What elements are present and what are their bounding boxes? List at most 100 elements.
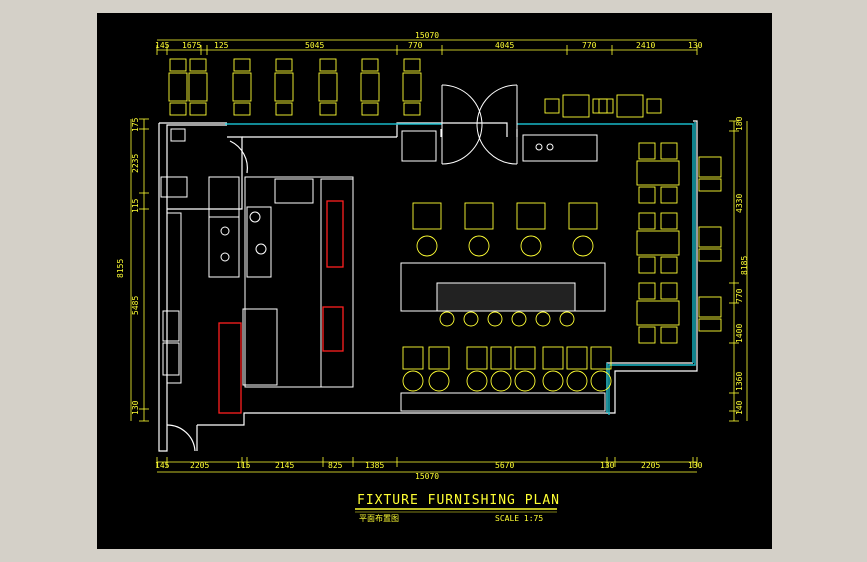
bar-stool-icon bbox=[487, 311, 503, 327]
kitchen-area bbox=[160, 128, 354, 388]
bar-stool-icon bbox=[559, 311, 575, 327]
dim-right-segment: 140 bbox=[735, 400, 744, 415]
outdoor-table bbox=[318, 72, 338, 102]
chair-icon bbox=[319, 58, 337, 72]
outdoor-table bbox=[232, 72, 252, 102]
chair-icon bbox=[638, 282, 656, 300]
dim-bottom-total: 15070 bbox=[415, 472, 439, 481]
dim-bottom-segment: 5670 bbox=[495, 461, 514, 470]
dim-right-segment: 1360 bbox=[735, 372, 744, 391]
dim-right-segment: 4330 bbox=[735, 194, 744, 213]
chair-icon bbox=[466, 346, 488, 370]
dim-top-segment: 770 bbox=[582, 41, 597, 50]
dim-left-segment: 5485 bbox=[131, 296, 140, 315]
bar-stool-icon bbox=[566, 370, 588, 392]
chair-icon bbox=[403, 58, 421, 72]
outdoor-table bbox=[168, 72, 188, 102]
dim-top-segment: 5045 bbox=[305, 41, 324, 50]
dining-table bbox=[636, 300, 680, 326]
chair-icon bbox=[514, 346, 536, 370]
dim-bottom-segment: 130 bbox=[600, 461, 615, 470]
dim-bottom-segment: 825 bbox=[328, 461, 343, 470]
table bbox=[616, 94, 644, 118]
dim-bottom-segment: 1385 bbox=[365, 461, 384, 470]
chair-icon bbox=[403, 102, 421, 116]
chair-icon bbox=[638, 256, 656, 274]
chair-icon bbox=[402, 346, 424, 370]
chair-icon bbox=[660, 256, 678, 274]
dim-right-segment: 180 bbox=[735, 116, 744, 131]
chair-icon bbox=[233, 58, 251, 72]
chair-icon bbox=[646, 98, 662, 114]
round-table bbox=[468, 235, 490, 257]
chair-icon bbox=[698, 318, 722, 332]
dim-top-segment: 4045 bbox=[495, 41, 514, 50]
kitchen-equipment bbox=[218, 200, 344, 414]
chair-icon bbox=[169, 58, 187, 72]
dining-table bbox=[636, 230, 680, 256]
dim-bottom-segment: 145 bbox=[155, 461, 170, 470]
dim-top-segment: 1675 bbox=[182, 41, 201, 50]
chair-icon bbox=[638, 212, 656, 230]
chair-icon bbox=[660, 142, 678, 160]
furniture bbox=[168, 58, 722, 392]
drawing-subtitle: 平面布置图 bbox=[359, 513, 399, 523]
chair-icon bbox=[542, 346, 564, 370]
chair-icon bbox=[698, 156, 722, 178]
chair-icon bbox=[169, 102, 187, 116]
armchair-icon bbox=[412, 202, 442, 230]
bar-stool-icon bbox=[511, 311, 527, 327]
building-outline bbox=[158, 120, 698, 452]
outdoor-table bbox=[188, 72, 208, 102]
chair-icon bbox=[275, 102, 293, 116]
dim-left-total: 8155 bbox=[116, 259, 125, 278]
dim-top-total: 15070 bbox=[415, 31, 439, 40]
chair-icon bbox=[590, 346, 612, 370]
chair-icon bbox=[660, 186, 678, 204]
bar-counter bbox=[400, 130, 606, 412]
dim-left-segment: 130 bbox=[131, 400, 140, 415]
dim-bottom-segment: 2205 bbox=[641, 461, 660, 470]
chair-icon bbox=[698, 226, 722, 248]
chair-icon bbox=[660, 282, 678, 300]
armchair-icon bbox=[516, 202, 546, 230]
dimension-lines bbox=[130, 39, 748, 473]
glass-partition bbox=[225, 122, 696, 415]
bar-stool-icon bbox=[428, 370, 450, 392]
chair-icon bbox=[698, 178, 722, 192]
chair-icon bbox=[566, 346, 588, 370]
dim-bottom-segment: 130 bbox=[688, 461, 703, 470]
dim-top-segment: 130 bbox=[688, 41, 703, 50]
dim-left-segment: 115 bbox=[131, 198, 140, 213]
chair-icon bbox=[319, 102, 337, 116]
chair-icon bbox=[660, 212, 678, 230]
dim-bottom-segment: 2145 bbox=[275, 461, 294, 470]
dim-left-segment: 175 bbox=[131, 117, 140, 132]
bar-stool-icon bbox=[514, 370, 536, 392]
chair-icon bbox=[189, 58, 207, 72]
cad-drawing-canvas[interactable]: FIXTURE FURNISHING PLAN 平面布置图 SCALE 1:75… bbox=[97, 13, 772, 549]
dim-bottom-segment: 115 bbox=[236, 461, 251, 470]
dining-table bbox=[636, 160, 680, 186]
chair-icon bbox=[598, 98, 614, 114]
chair-icon bbox=[428, 346, 450, 370]
drawing-scale: SCALE 1:75 bbox=[495, 514, 543, 523]
chair-icon bbox=[698, 296, 722, 318]
round-table bbox=[416, 235, 438, 257]
dim-top-segment: 770 bbox=[408, 41, 423, 50]
bar-stool-icon bbox=[590, 370, 612, 392]
bar-stool-icon bbox=[542, 370, 564, 392]
chair-icon bbox=[638, 142, 656, 160]
dim-top-segment: 125 bbox=[214, 41, 229, 50]
bar-stool-icon bbox=[535, 311, 551, 327]
drawing-title: FIXTURE FURNISHING PLAN bbox=[357, 493, 560, 508]
round-table bbox=[520, 235, 542, 257]
outdoor-table bbox=[402, 72, 422, 102]
chair-icon bbox=[544, 98, 560, 114]
dim-right-segment: 770 bbox=[735, 288, 744, 303]
chair-icon bbox=[490, 346, 512, 370]
outdoor-table bbox=[274, 72, 294, 102]
bar-stool-icon bbox=[439, 311, 455, 327]
bar-stool-icon bbox=[463, 311, 479, 327]
chair-icon bbox=[698, 248, 722, 262]
